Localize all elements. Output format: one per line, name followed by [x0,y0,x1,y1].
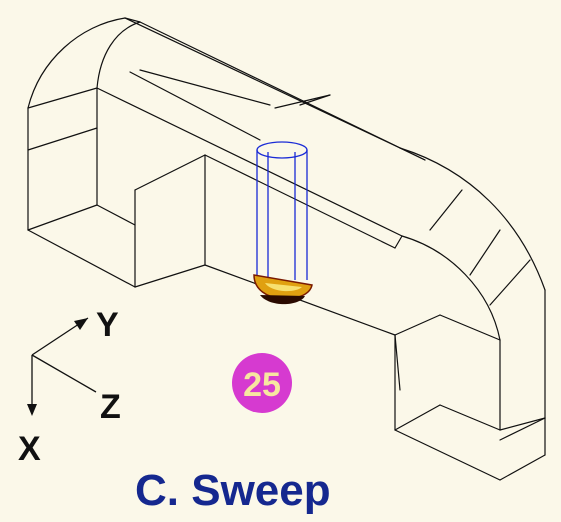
x-axis-label: X [18,430,41,468]
badge-circle [232,353,292,413]
tool-top-ellipse [256,141,308,159]
y-axis-label: Y [96,306,119,344]
left-arch-front [27,17,126,109]
cutting-tool [253,141,313,305]
y-arrow-icon [74,318,88,330]
operation-caption: C. Sweep [135,466,331,515]
right-arch-inner [401,235,501,341]
step-badge: 25 [232,353,292,413]
z-axis-label: Z [100,388,121,426]
step-number: 25 [243,366,281,404]
wireframe-part [27,17,546,481]
x-arrow-icon [27,404,37,416]
left-arch-back [96,21,141,89]
right-arch-outer [399,147,546,291]
axis-triad: Y Z X [18,306,121,468]
